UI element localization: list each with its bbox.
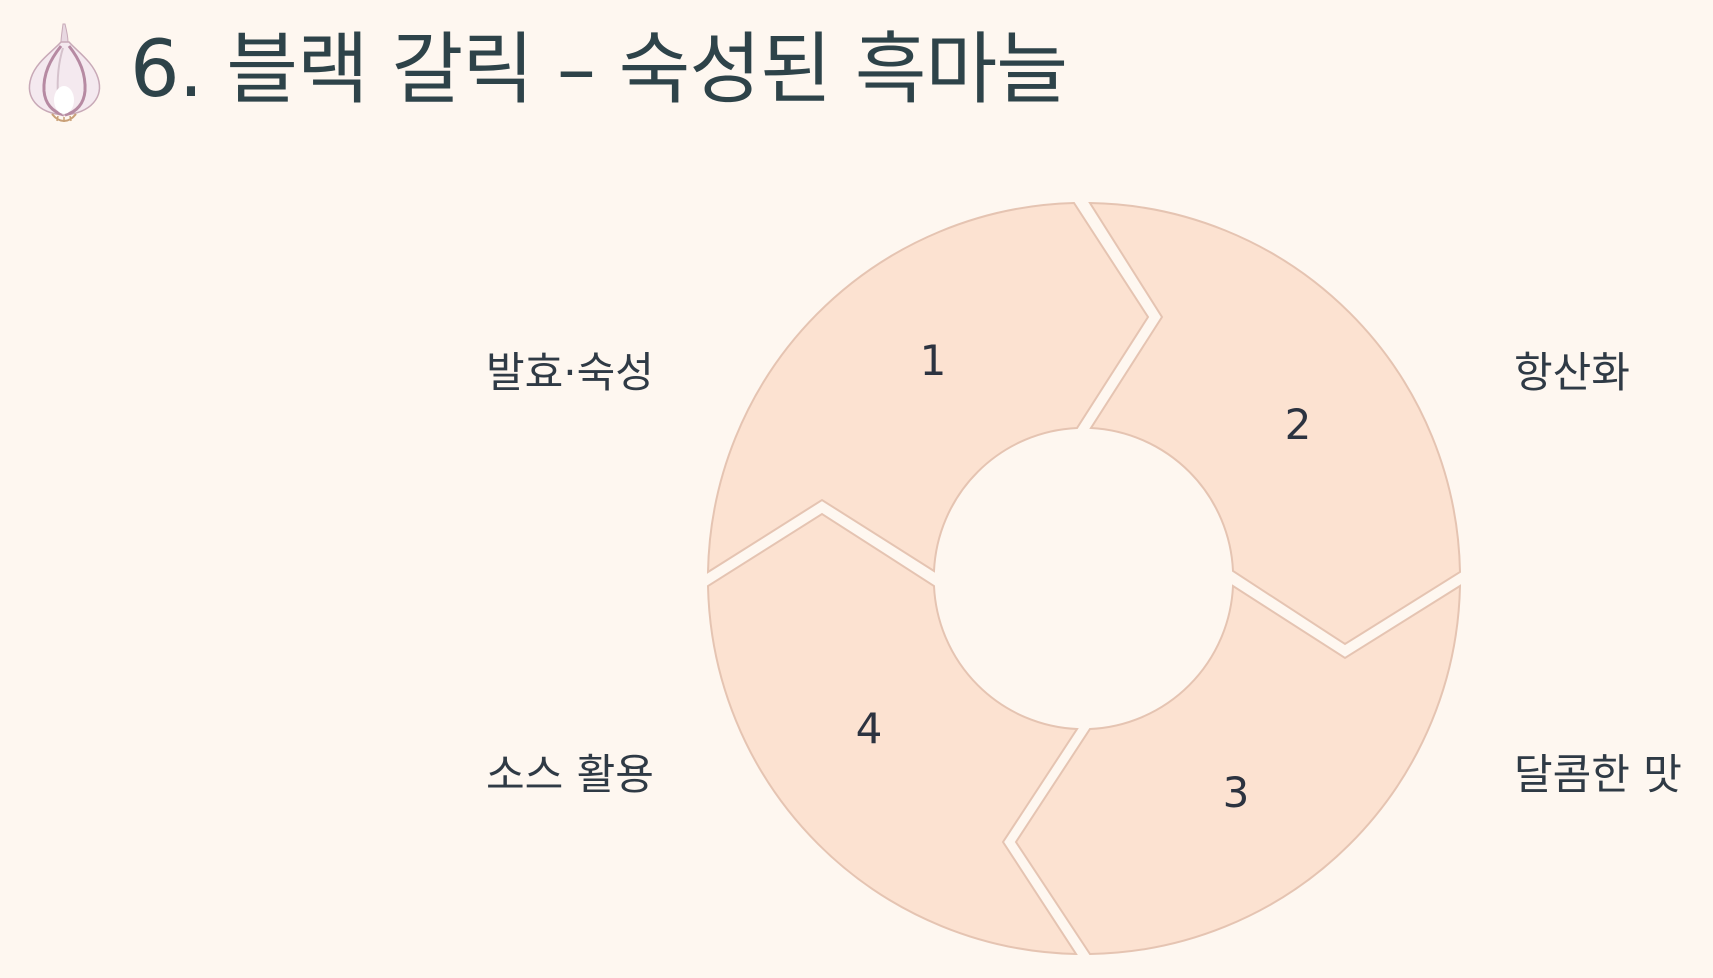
cycle-segment-4 xyxy=(706,512,1079,956)
cycle-segment-2 xyxy=(1088,201,1462,646)
step-number-1: 1 xyxy=(920,336,947,385)
step-label-4: 소스 활용 xyxy=(486,750,654,799)
step-number-2: 2 xyxy=(1285,400,1312,449)
step-number-4: 4 xyxy=(856,704,883,753)
step-label-2: 항산화 xyxy=(1514,348,1630,397)
step-label-3: 달콤한 맛 xyxy=(1514,750,1682,799)
step-label-1: 발효·숙성 xyxy=(486,348,654,397)
slide-header: 6. 블랙 갈릭 – 숙성된 흑마늘 xyxy=(22,14,1068,126)
garlic-icon xyxy=(28,23,101,122)
step-number-3: 3 xyxy=(1223,768,1250,817)
page-title: 6. 블랙 갈릭 – 숙성된 흑마늘 xyxy=(130,25,1068,115)
cycle-segment-3 xyxy=(1014,584,1462,956)
cycle-segment-1 xyxy=(706,201,1150,574)
